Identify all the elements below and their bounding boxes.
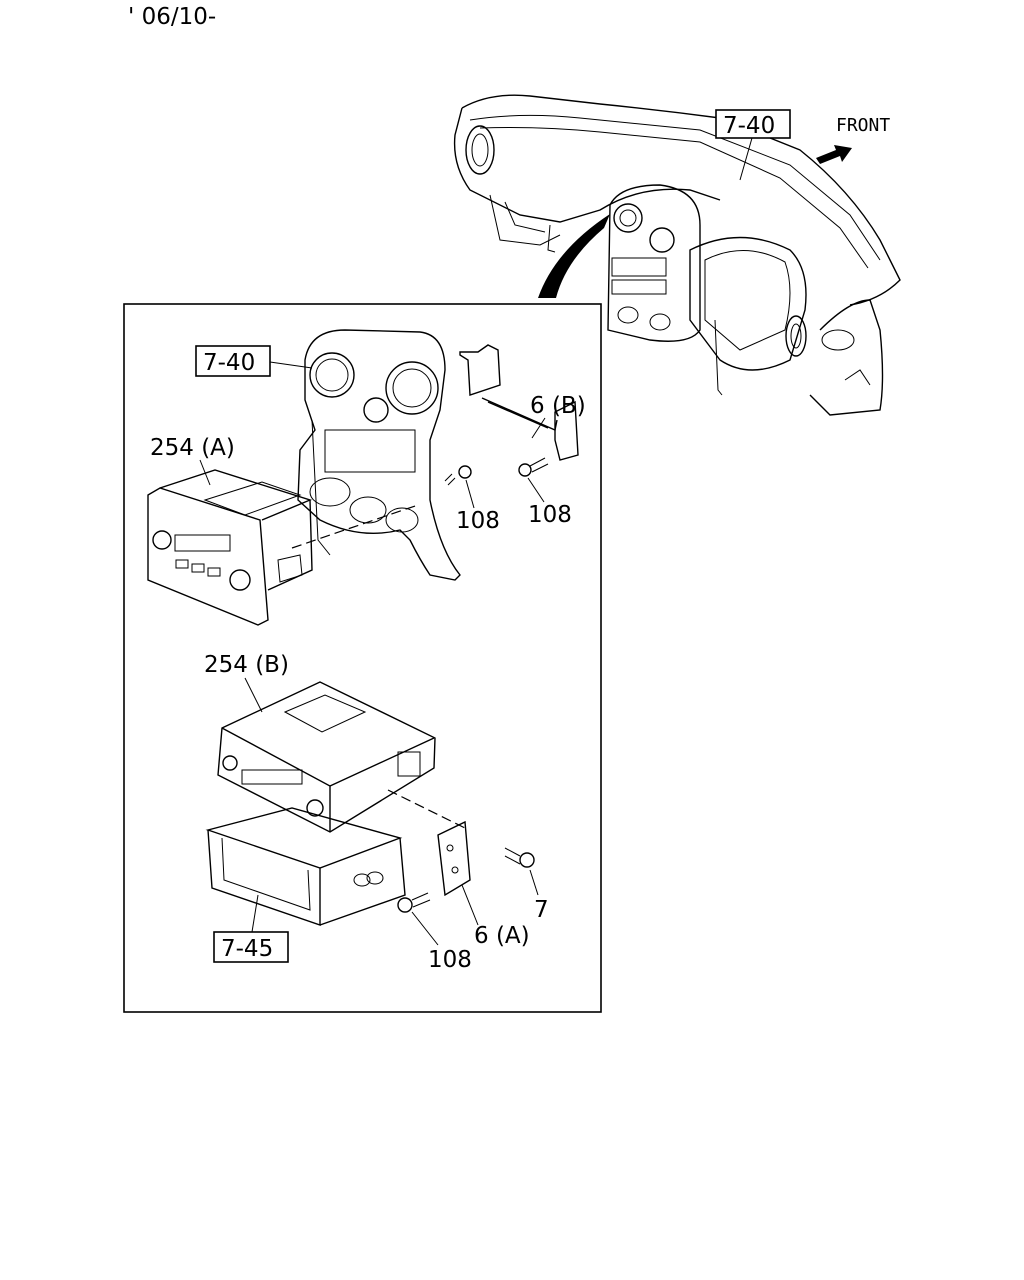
storage-pocket <box>205 807 406 926</box>
screw-lower-icon <box>397 892 431 913</box>
radio-unit-b <box>217 681 436 833</box>
overview-ref-box: 7-40 <box>715 109 791 181</box>
radio-a-label: 254 (A) <box>150 435 235 461</box>
bracket-b-label: 6 (B) <box>530 393 586 419</box>
instrument-panel-overview <box>453 94 901 416</box>
bracket-b <box>459 344 579 461</box>
center-bezel <box>297 329 461 581</box>
screw-lower-label: 108 <box>428 947 472 973</box>
date-code: ' 06/10- <box>128 4 216 30</box>
pocket-ref-box: 7-45 <box>213 894 289 963</box>
screw-7-icon <box>504 847 535 868</box>
overview-ref-label: 7-40 <box>723 113 775 139</box>
screw-upper-left-label: 108 <box>456 508 500 534</box>
callout-arrow <box>538 214 610 298</box>
screw-upper-right-label: 108 <box>528 502 572 528</box>
pocket-ref-label: 7-45 <box>221 936 273 962</box>
bezel-ref-box: 7-40 <box>195 345 313 377</box>
radio-b-label: 254 (B) <box>204 652 289 678</box>
bracket-a <box>437 820 471 897</box>
screw-7-label: 7 <box>534 897 549 923</box>
front-label: FRONT <box>836 115 890 136</box>
radio-unit-a <box>147 469 313 626</box>
screw-upper-left-icon <box>444 465 472 486</box>
screw-upper-right-icon <box>518 457 549 477</box>
bezel-ref-label: 7-40 <box>203 350 255 376</box>
bracket-a-label: 6 (A) <box>474 923 530 949</box>
front-arrow-icon <box>816 145 852 164</box>
detail-frame <box>123 303 602 1013</box>
